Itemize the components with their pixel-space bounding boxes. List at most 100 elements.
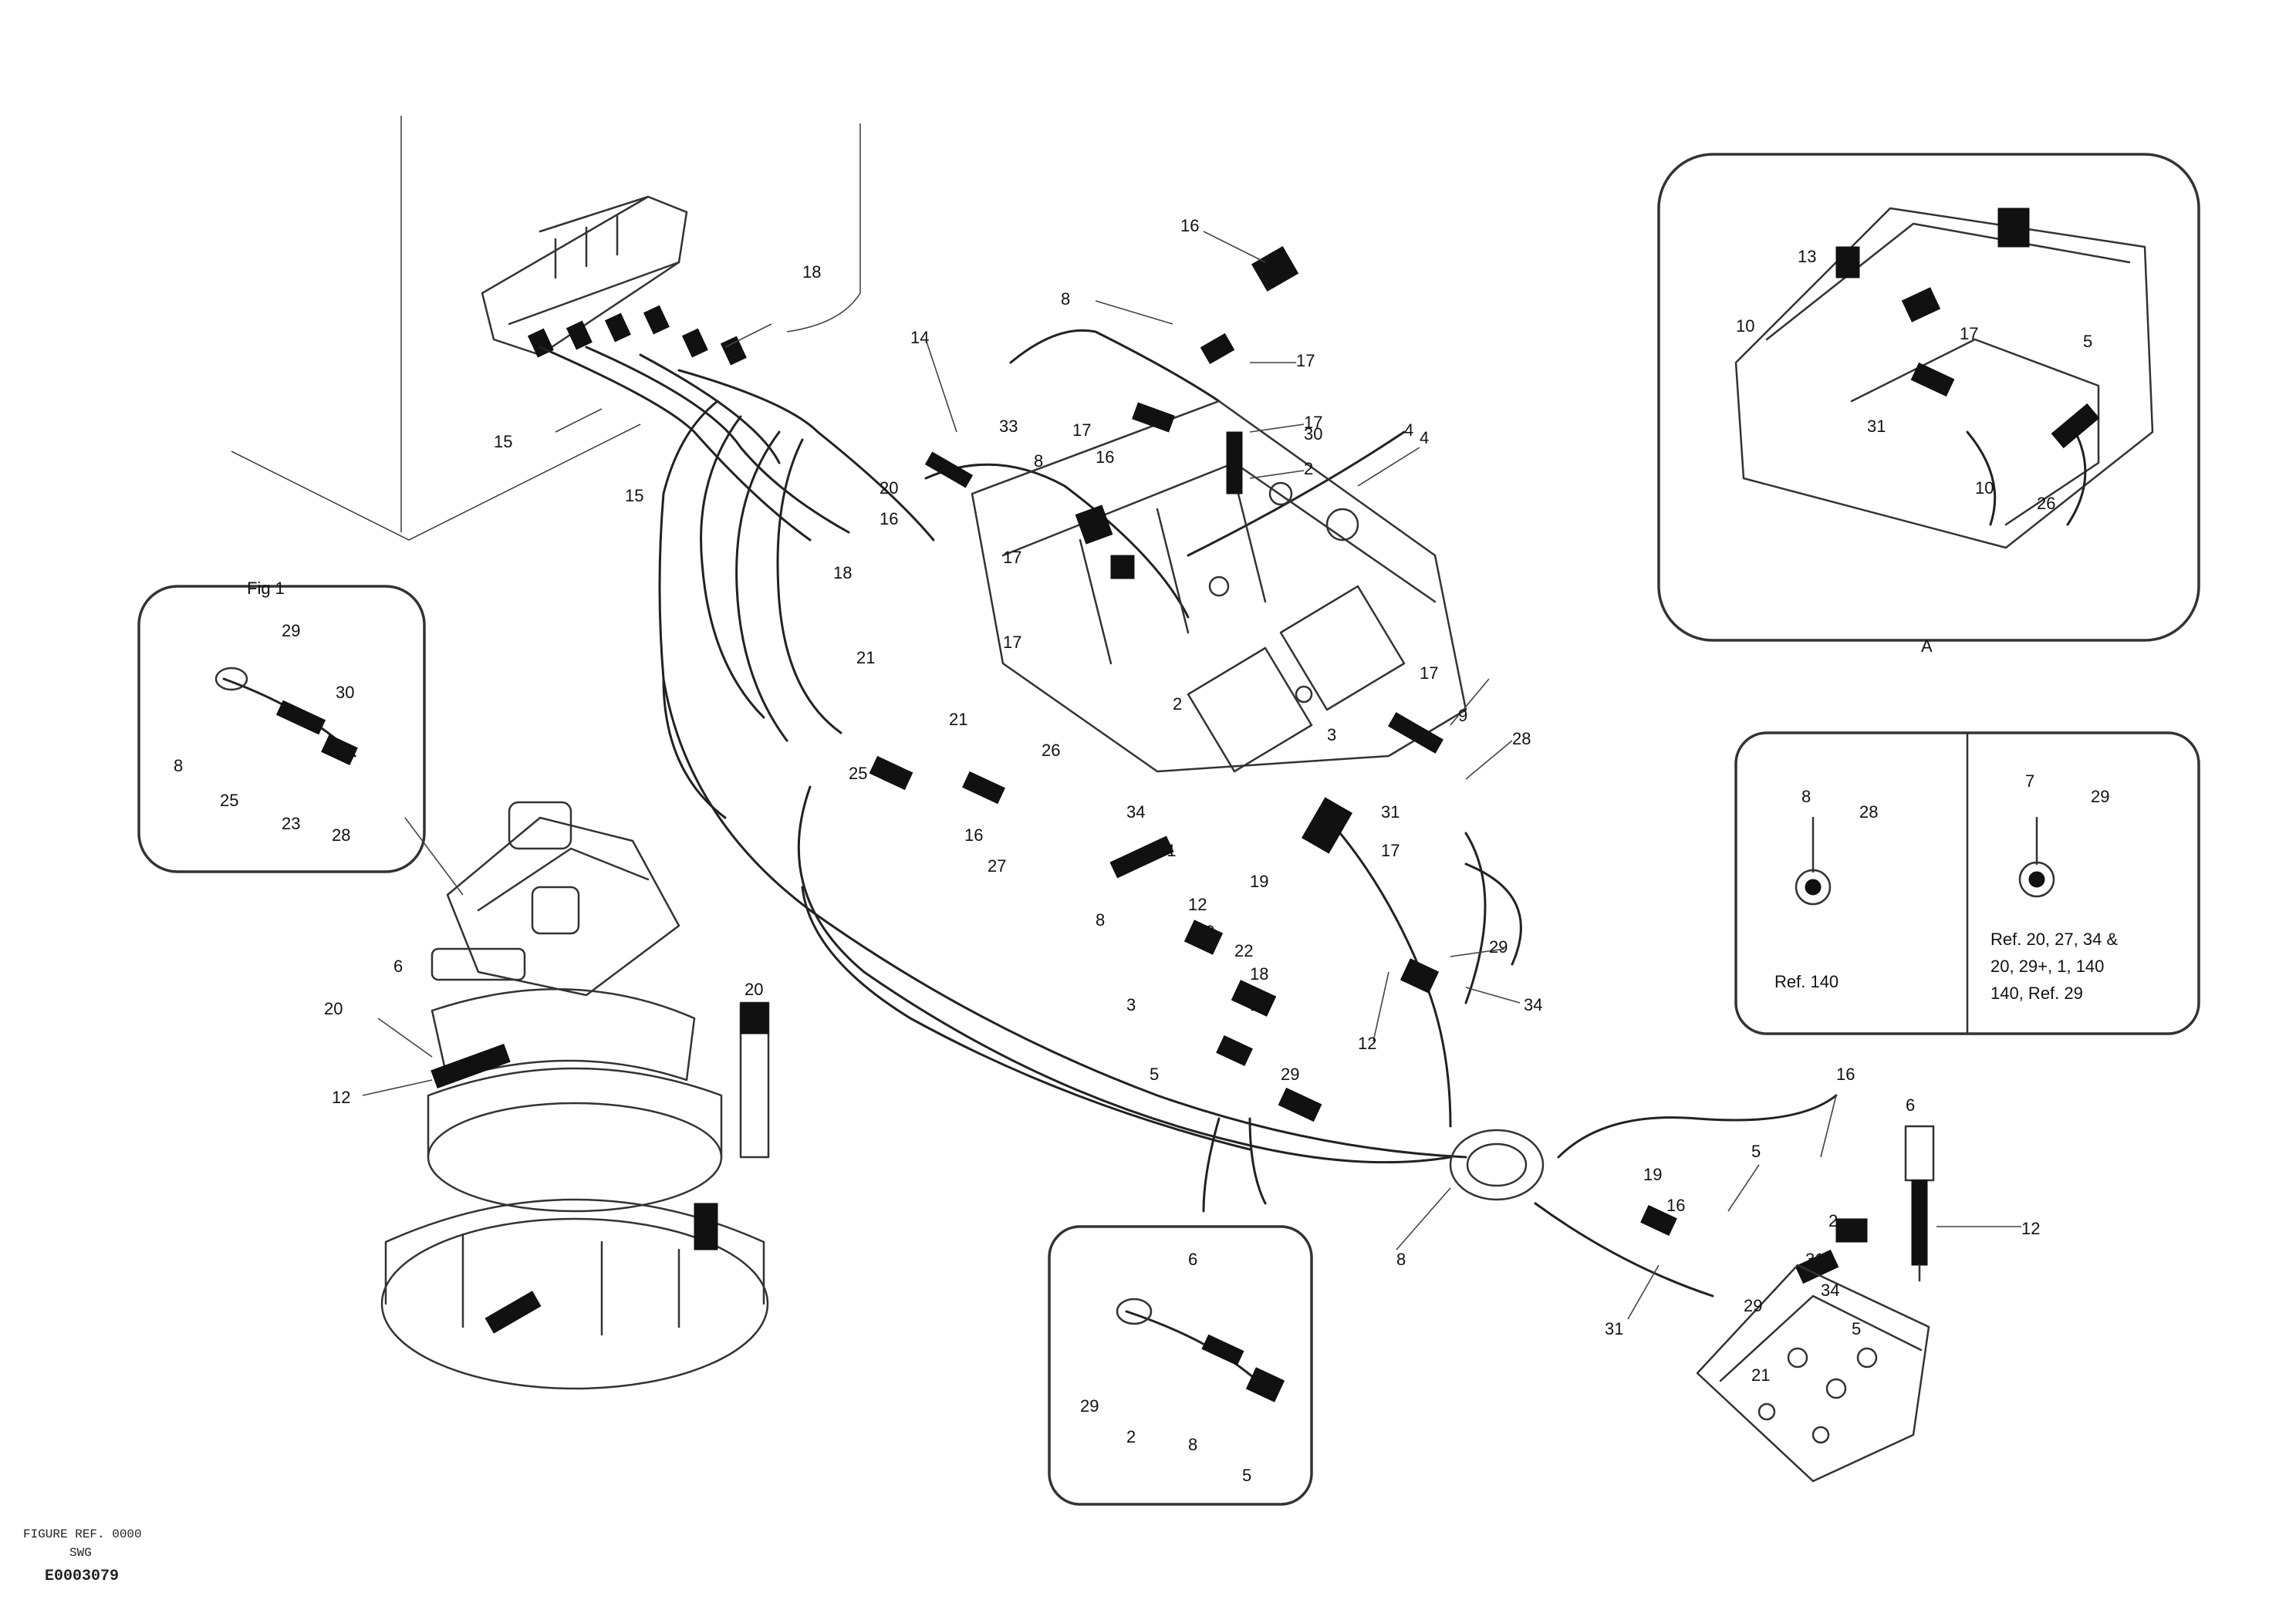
- callout: 5: [1852, 1319, 1861, 1338]
- callout: 34: [1126, 802, 1145, 822]
- callout: 17: [1420, 663, 1438, 683]
- swing-motor: [380, 801, 770, 1390]
- callout: 8: [2006, 216, 2015, 235]
- pilot-valve-block: [481, 195, 747, 366]
- figure-code: E0003079: [45, 1568, 120, 1585]
- callout: 8: [1034, 451, 1043, 471]
- detail-a-caption: A: [1921, 636, 1933, 656]
- callout: 29: [1489, 937, 1508, 957]
- callout: 34: [1524, 995, 1542, 1014]
- callout: 16: [1666, 1196, 1685, 1215]
- callout: 16: [880, 509, 898, 528]
- leader-lines: [362, 231, 2021, 1320]
- callout: 21: [856, 648, 875, 667]
- detail-b-frame: [137, 585, 426, 873]
- callout: 6: [1188, 1250, 1197, 1269]
- callout: 29: [1744, 1296, 1762, 1315]
- callout: 29: [2091, 787, 2109, 806]
- callout: 13: [1798, 247, 1816, 266]
- callout: 25: [220, 791, 238, 810]
- callout: 30: [1196, 922, 1214, 941]
- callout: 5: [1242, 1466, 1251, 1485]
- callout: 5: [1150, 1065, 1159, 1084]
- callout: 12: [2021, 1219, 2040, 1238]
- callout: 31: [1381, 802, 1400, 822]
- callout: 30: [336, 683, 354, 702]
- callout: 14: [910, 328, 929, 347]
- callout: 27: [988, 856, 1006, 876]
- callout: 17: [1304, 413, 1322, 432]
- figure-reference-line2: SWG: [69, 1546, 92, 1560]
- detail-c-labels: 6 29 2 8 5: [1080, 1250, 1251, 1485]
- callout: 20: [324, 999, 343, 1018]
- detail-d-right-caption-1: Ref. 20, 27, 34 &: [1990, 930, 2118, 949]
- swivel-ring: [1449, 1129, 1545, 1201]
- callout: 17: [1296, 351, 1315, 370]
- detail-d-frame: [1734, 731, 2200, 1035]
- callout: 16: [1836, 1065, 1855, 1084]
- detail-b-labels: Fig 1 29 8 25 23 28 30: [174, 579, 354, 845]
- callout: 17: [1381, 841, 1400, 860]
- detail-c-frame: [1048, 1225, 1313, 1506]
- lower-assembly-callouts: 18 25 16 27 8 22 18 29 5 21 26 3 34: [833, 563, 1336, 1084]
- callout: 31: [1867, 417, 1886, 436]
- callout: 25: [849, 764, 867, 783]
- main-control-valve: [971, 400, 1467, 773]
- callout: 19: [1250, 872, 1268, 891]
- right-assembly-callouts: 16 5 19 16 2 31 34 29 5 21 6 31 8 12 4: [1396, 420, 2040, 1385]
- callout: 18: [802, 262, 821, 282]
- callout: 5: [2083, 332, 2092, 351]
- detail-b-title: Fig 1: [247, 579, 285, 598]
- callout: 6: [393, 957, 403, 976]
- callout: 20: [745, 980, 763, 999]
- right-fitting-column: [1904, 1125, 1983, 1282]
- detail-d-left-caption: Ref. 140: [1774, 972, 1838, 991]
- callout: 15: [494, 432, 512, 451]
- callout: 5: [1751, 1142, 1761, 1161]
- callout: 3: [1126, 995, 1136, 1014]
- callout: 15: [625, 486, 643, 505]
- callout: 17: [1003, 548, 1021, 567]
- callout: 8: [1061, 289, 1070, 309]
- callout: 34: [1821, 1281, 1839, 1300]
- callout: 28: [1859, 802, 1878, 822]
- callout: 26: [2037, 494, 2055, 513]
- callout: 33: [999, 417, 1018, 436]
- callout: 17: [1072, 420, 1091, 440]
- hose-runs: [539, 329, 1838, 1298]
- figure-reference-line1: FIGURE REF. 0000: [23, 1527, 142, 1541]
- cab-frame-lines: [231, 116, 861, 541]
- callout: 30: [1304, 424, 1322, 444]
- callout: 9: [1458, 706, 1467, 725]
- callout: 29: [1281, 1065, 1299, 1084]
- callout: 12: [1358, 1034, 1376, 1053]
- callout: 2: [1126, 1427, 1136, 1446]
- lower-right-block: [1696, 1264, 1930, 1483]
- callout: 16: [1180, 216, 1199, 235]
- callout: 4: [1420, 428, 1429, 447]
- callout: 13: [1250, 995, 1268, 1014]
- callout: 18: [1250, 964, 1268, 984]
- callout: 2: [1828, 1211, 1838, 1230]
- callout: 8: [1096, 910, 1105, 930]
- callout: 26: [1042, 741, 1060, 760]
- callout: 31: [1157, 841, 1176, 860]
- callout: 10: [1975, 478, 1994, 498]
- callout: 23: [282, 814, 300, 833]
- callout: 28: [1512, 729, 1531, 748]
- callout: 21: [949, 710, 967, 729]
- callout: 31: [1605, 1319, 1623, 1338]
- detail-d-right-caption-3: 140, Ref. 29: [1990, 984, 2083, 1003]
- callout: 16: [1096, 447, 1114, 467]
- callout: 8: [1188, 1435, 1197, 1454]
- callout: 3: [1327, 725, 1336, 744]
- callout: 7: [2025, 771, 2034, 791]
- callout: 17: [1003, 633, 1021, 652]
- callout: 29: [282, 621, 300, 640]
- callout: 19: [1643, 1165, 1662, 1184]
- callout: 20: [880, 478, 898, 498]
- detail-d-labels: 8 28 Ref. 140 7 29 Ref. 20, 27, 34 & 20,…: [1774, 771, 2118, 1003]
- callout: 18: [833, 563, 852, 582]
- callout: 12: [332, 1088, 350, 1107]
